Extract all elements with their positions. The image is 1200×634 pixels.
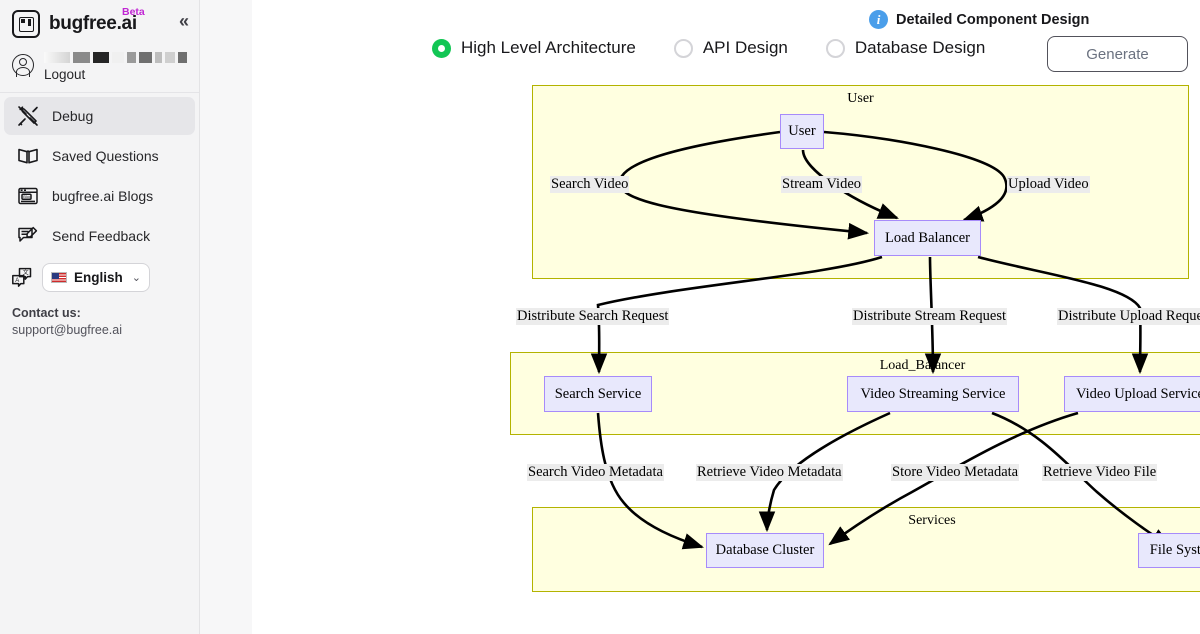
edge-label: Upload Video (1007, 176, 1090, 193)
node-database-cluster[interactable]: Database Cluster (706, 533, 824, 568)
brand-name: bugfree.ai (49, 13, 137, 34)
cluster-label: Services (908, 513, 956, 528)
sidebar-item-blogs[interactable]: Blog bugfree.ai Blogs (4, 177, 195, 215)
user-circle-icon (12, 54, 34, 77)
content-card: i Detailed Component Design High Level A… (252, 0, 1200, 634)
app-logo-icon (12, 10, 40, 38)
main-area: i Detailed Component Design High Level A… (200, 0, 1200, 634)
sidebar-item-label: bugfree.ai Blogs (52, 188, 154, 204)
architecture-diagram: User Load_Balancer Services (252, 80, 1200, 634)
node-file-system-cluster[interactable]: File System Cluster (1138, 533, 1200, 568)
node-video-streaming-service[interactable]: Video Streaming Service (847, 376, 1019, 412)
translate-icon: 文 A (10, 266, 34, 290)
sidebar-item-send-feedback[interactable]: Send Feedback (4, 217, 195, 255)
node-load-balancer[interactable]: Load Balancer (874, 220, 981, 256)
svg-text:A: A (15, 277, 19, 283)
sidebar: bugfree.ai Beta « Logout (0, 0, 200, 634)
radio-label: High Level Architecture (461, 38, 636, 57)
node-user[interactable]: User (780, 114, 824, 149)
cluster-services: Services (532, 507, 1200, 592)
svg-text:Blog: Blog (23, 194, 31, 199)
language-select[interactable]: English ⌄ (42, 263, 150, 292)
edge-label: Distribute Stream Request (852, 308, 1008, 325)
sidebar-divider (0, 92, 199, 93)
sidebar-item-debug[interactable]: Debug (4, 97, 195, 135)
tools-icon (16, 104, 40, 128)
blog-window-icon: Blog (16, 184, 40, 208)
sidebar-item-label: Send Feedback (52, 228, 151, 244)
edge-label: Search Video Metadata (527, 464, 664, 481)
node-video-upload-service[interactable]: Video Upload Service (1064, 376, 1200, 412)
radio-label: API Design (702, 38, 788, 57)
svg-text:文: 文 (23, 268, 29, 276)
page-title-label: Detailed Component Design (896, 11, 1090, 28)
feedback-pencil-icon (16, 224, 40, 248)
language-value: English (74, 270, 123, 285)
sidebar-item-label: Saved Questions (52, 148, 159, 164)
book-icon (16, 144, 40, 168)
edge-label: Store Video Metadata (891, 464, 1020, 481)
edge-label: Retrieve Video File (1042, 464, 1158, 481)
edge-label: Retrieve Video Metadata (696, 464, 843, 481)
contact-title: Contact us: (12, 306, 81, 320)
language-row: 文 A English ⌄ (0, 259, 199, 296)
radio-label: Database Design (854, 38, 986, 57)
sidebar-item-label: Debug (52, 108, 94, 124)
username-redacted (44, 52, 187, 63)
radio-option-high-level-architecture[interactable]: High Level Architecture (432, 38, 636, 58)
radio-selected-icon (432, 38, 451, 58)
cluster-label: User (847, 91, 874, 106)
generate-button[interactable]: Generate (1047, 36, 1188, 72)
info-icon[interactable]: i (869, 10, 888, 29)
sidebar-item-saved-questions[interactable]: Saved Questions (4, 137, 195, 175)
design-mode-options: High Level Architecture API Design Datab… (432, 38, 1023, 58)
header-toolbar: i Detailed Component Design High Level A… (252, 0, 1200, 80)
account-row[interactable]: Logout (0, 44, 199, 90)
beta-badge: Beta (122, 6, 145, 18)
radio-option-api-design[interactable]: API Design (673, 38, 788, 58)
radio-unselected-icon (673, 38, 693, 58)
edge-label: Distribute Upload Request (1057, 308, 1200, 325)
contact-block: Contact us: support@bugfree.ai (0, 296, 199, 337)
contact-email[interactable]: support@bugfree.ai (12, 323, 122, 337)
radio-option-database-design[interactable]: Database Design (825, 38, 986, 58)
cluster-label: Load_Balancer (879, 358, 966, 373)
collapse-sidebar-icon[interactable]: « (178, 11, 189, 31)
us-flag-icon (51, 272, 67, 283)
brand-row: bugfree.ai Beta « (0, 0, 199, 44)
chevron-down-icon: ⌄ (131, 272, 141, 284)
edge-label: Distribute Search Request (516, 308, 670, 325)
edge-label: Stream Video (781, 176, 862, 193)
edge-label: Search Video (550, 176, 630, 193)
logout-label[interactable]: Logout (44, 67, 86, 82)
node-search-service[interactable]: Search Service (544, 376, 652, 412)
page-title: i Detailed Component Design (869, 10, 1089, 29)
radio-unselected-icon (825, 38, 845, 58)
